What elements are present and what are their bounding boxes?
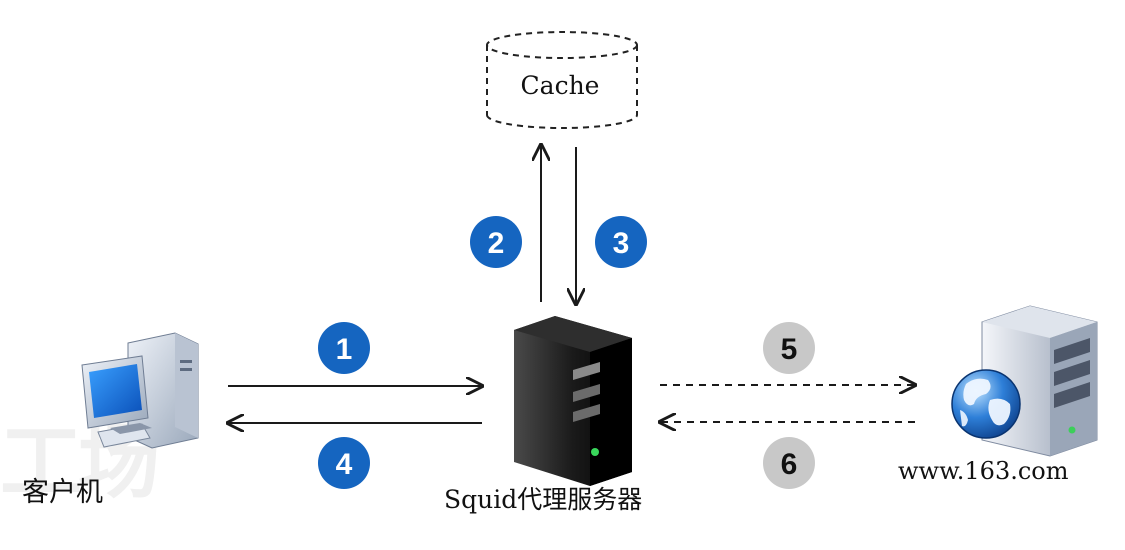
step-number-1: 1 xyxy=(336,333,353,366)
step-badge-6: 6 xyxy=(763,437,815,489)
globe-icon xyxy=(951,369,1021,439)
client-label: 客户机 xyxy=(22,477,103,508)
cache-label: Cache xyxy=(521,71,600,100)
cache-cylinder xyxy=(486,31,638,129)
web-server-label: www.163.com xyxy=(898,457,1069,485)
web-server-icon xyxy=(981,305,1098,457)
step-badge-3: 3 xyxy=(595,216,647,268)
step-badge-5: 5 xyxy=(763,322,815,374)
proxy-server-icon xyxy=(514,316,632,486)
step-number-4: 4 xyxy=(336,448,353,481)
proxy-label: Squid代理服务器 xyxy=(444,485,643,514)
step-badge-4: 4 xyxy=(318,437,370,489)
client-computer-icon xyxy=(81,332,199,449)
step-badge-1: 1 xyxy=(318,322,370,374)
step-number-5: 5 xyxy=(781,333,798,366)
step-badge-2: 2 xyxy=(470,216,522,268)
step-number-3: 3 xyxy=(613,227,630,260)
step-number-6: 6 xyxy=(781,448,798,481)
step-number-2: 2 xyxy=(488,227,505,260)
